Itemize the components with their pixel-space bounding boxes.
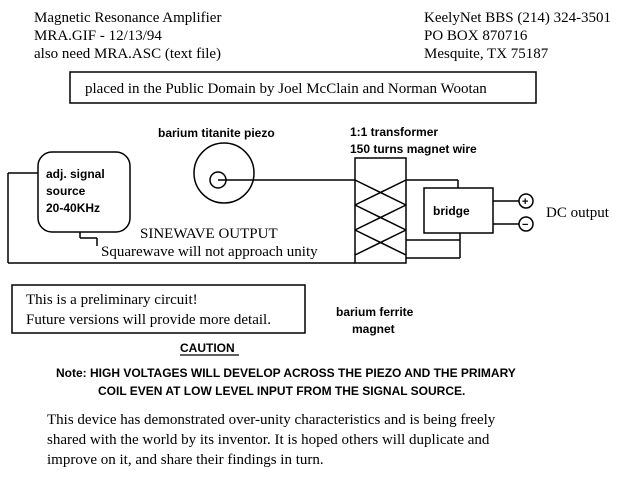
signal-source-label-2: source bbox=[46, 184, 86, 198]
header-po-box: PO BOX 870716 bbox=[424, 28, 528, 44]
bridge-rectifier-box bbox=[423, 187, 494, 234]
footer-line-2: shared with the world by its inventor. I… bbox=[47, 432, 490, 448]
preliminary-notice-box bbox=[11, 284, 306, 334]
circuit-wires bbox=[7, 172, 519, 264]
public-domain-text: placed in the Public Domain by Joel McCl… bbox=[85, 81, 487, 97]
piezo-label: barium titanite piezo bbox=[158, 126, 275, 140]
header-bbs: KeelyNet BBS (214) 324-3501 bbox=[424, 10, 611, 26]
header-title: Magnetic Resonance Amplifier bbox=[34, 10, 221, 26]
header-city: Mesquite, TX 75187 bbox=[424, 46, 549, 62]
public-domain-box bbox=[69, 71, 537, 104]
caution-note-2: COIL EVEN AT LOW LEVEL INPUT FROM THE SI… bbox=[98, 384, 465, 398]
footer-line-1: This device has demonstrated over-unity … bbox=[47, 412, 496, 428]
ferrite-core bbox=[354, 157, 407, 264]
caution-title: CAUTION bbox=[180, 341, 235, 355]
transformer-label-ratio: 1:1 transformer bbox=[350, 125, 438, 139]
header-file-line: MRA.GIF - 12/13/94 bbox=[34, 28, 162, 44]
output-terminal-plus bbox=[518, 193, 534, 209]
bridge-label: bridge bbox=[433, 204, 470, 218]
ferrite-label-2: magnet bbox=[352, 322, 395, 336]
signal-source-box bbox=[37, 151, 131, 233]
ferrite-label-1: barium ferrite bbox=[336, 305, 414, 319]
notice-line-1: This is a preliminary circuit! bbox=[26, 292, 198, 308]
signal-source-label-3: 20-40KHz bbox=[46, 201, 100, 215]
transformer-label-turns: 150 turns magnet wire bbox=[350, 142, 477, 156]
output-terminal-minus bbox=[518, 216, 534, 232]
squarewave-note: Squarewave will not approach unity bbox=[101, 244, 318, 260]
notice-line-2: Future versions will provide more detail… bbox=[26, 312, 271, 328]
plus-symbol: + bbox=[522, 196, 528, 208]
minus-symbol: − bbox=[522, 219, 528, 231]
header-also-need: also need MRA.ASC (text file) bbox=[34, 46, 221, 62]
footer-line-3: improve on it, and share their findings … bbox=[47, 452, 324, 468]
caution-note-1: Note: HIGH VOLTAGES WILL DEVELOP ACROSS … bbox=[56, 366, 516, 380]
dc-output-label: DC output bbox=[546, 205, 610, 221]
transformer-windings bbox=[354, 179, 407, 256]
signal-source-label-1: adj. signal bbox=[46, 167, 105, 181]
piezo-disc bbox=[193, 142, 255, 204]
sinewave-label: SINEWAVE OUTPUT bbox=[140, 226, 278, 242]
